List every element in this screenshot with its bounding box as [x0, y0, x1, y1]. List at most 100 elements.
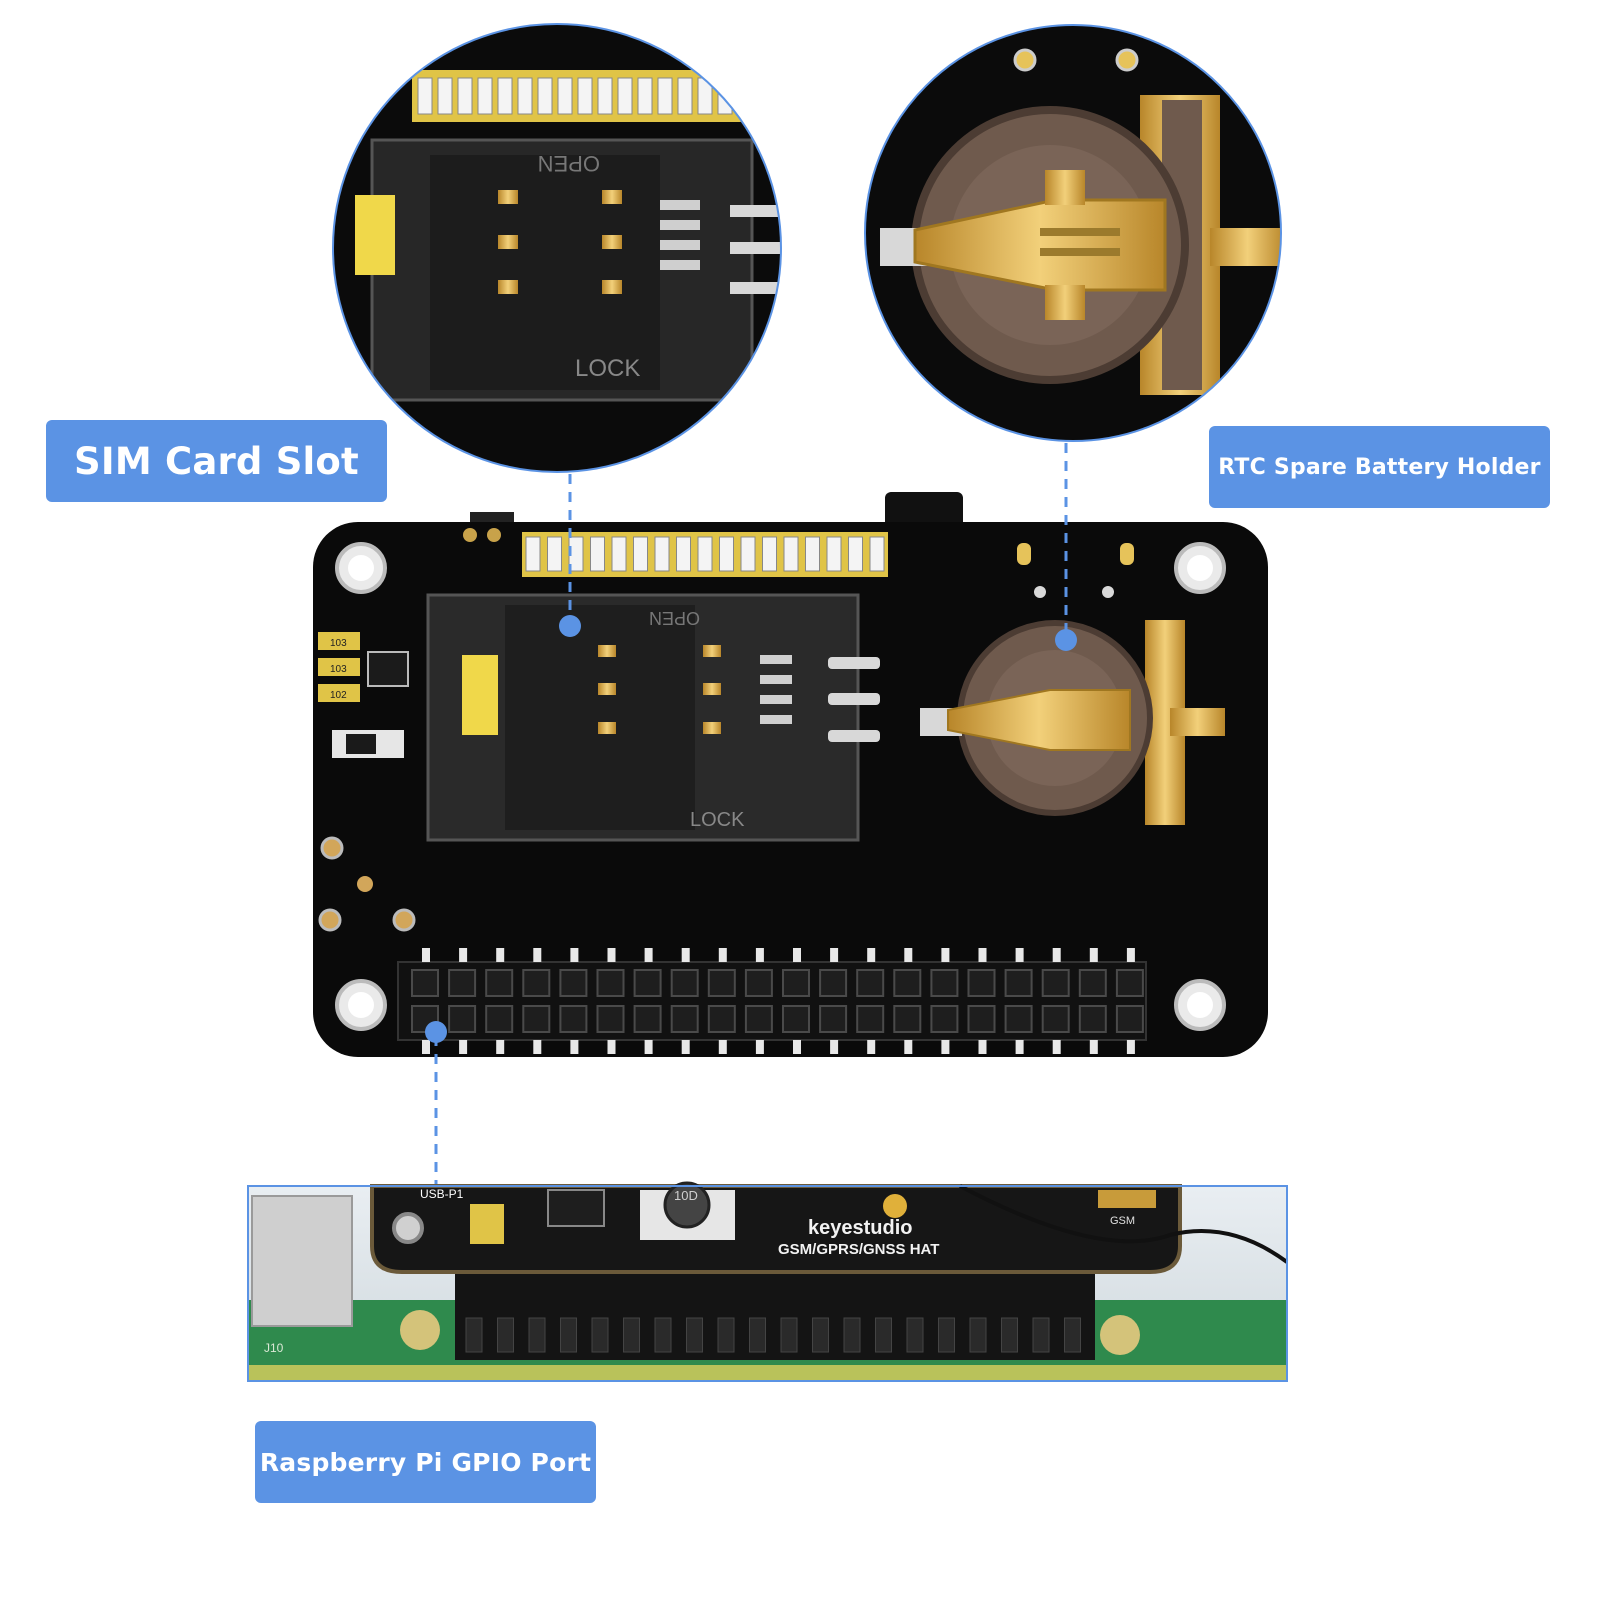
gpio-solder-pin — [607, 1040, 616, 1054]
gpio-solder-pin — [533, 1040, 542, 1054]
gpio-solder-pin — [1089, 1040, 1098, 1054]
resistor-label: 103 — [330, 664, 347, 675]
photo-header-pin — [560, 1317, 577, 1353]
photo-header-pin — [780, 1317, 798, 1353]
gpio-solder-pin — [681, 1040, 690, 1054]
smd-resistor — [517, 77, 533, 115]
resistor-strip — [417, 77, 753, 115]
photo-header-pin — [875, 1317, 892, 1353]
smd-resistor — [611, 536, 627, 572]
smd-resistor — [577, 77, 593, 115]
photo-header-pin — [654, 1317, 672, 1353]
photo-header-pin — [749, 1317, 766, 1353]
silk-usb: USB-P1 — [420, 1187, 464, 1201]
gpio-solder-pin — [793, 1040, 801, 1054]
gpio-socket — [856, 1005, 885, 1033]
board-lock-text: LOCK — [690, 809, 745, 831]
smd-resistor — [783, 536, 799, 572]
gpio-solder-pin — [570, 1040, 579, 1054]
gpio-socket — [819, 969, 848, 997]
gpio-solder-pin — [755, 1040, 764, 1054]
inductor-label: 10D — [674, 1188, 698, 1203]
gpio-socket — [1115, 969, 1144, 997]
gpio-socket — [744, 1005, 773, 1033]
photo-header-pin — [1032, 1317, 1050, 1353]
gpio-socket — [707, 1005, 736, 1033]
gpio-socket — [633, 1005, 662, 1033]
gpio-socket — [930, 1005, 959, 1033]
photo-header-pin — [497, 1317, 514, 1353]
sim-card-slot-label: SIM Card Slot — [46, 420, 387, 502]
gpio-solder-pin — [1126, 948, 1135, 962]
gpio-socket — [893, 969, 922, 997]
gpio-solder-pin — [830, 948, 839, 962]
photo-header-pin — [1001, 1317, 1018, 1353]
gpio-solder-pin — [1015, 948, 1024, 962]
gpio-solder-pin — [1052, 948, 1061, 962]
gpio-socket — [411, 969, 439, 997]
mounted-photo: J10 10D USB-P1 keyestudio GSM/GPRS/GNSS … — [247, 1181, 1289, 1382]
smd-resistor — [740, 536, 756, 572]
gpio-solder-pin — [496, 948, 505, 962]
smd-resistor — [477, 77, 493, 115]
smd-resistor — [590, 536, 605, 572]
smd-resistor — [417, 77, 433, 115]
photo-header-pin — [812, 1317, 829, 1353]
gpio-socket — [930, 969, 959, 997]
smd-resistor — [848, 536, 863, 572]
gpio-solder-pin — [1089, 948, 1098, 962]
smd-resistor — [805, 536, 820, 572]
gpio-solder-pin — [459, 1040, 468, 1054]
smd-resistor — [437, 77, 453, 115]
sim-card-slot: OPEN LOCK — [426, 593, 880, 842]
gpio-socket — [1115, 1005, 1144, 1033]
photo-header-pin — [906, 1317, 924, 1353]
smd-resistor — [654, 536, 670, 572]
photo-header-pin — [1064, 1317, 1081, 1353]
gpio-solder-pin — [459, 948, 468, 962]
gpio-solder-pin — [941, 948, 950, 962]
smd-resistor — [497, 77, 513, 115]
gpio-solder-pin — [644, 1040, 653, 1054]
sim-lock-text: LOCK — [575, 355, 640, 382]
gpio-solder-pin — [793, 948, 801, 962]
sim-zoom-circle: OPEN LOCK — [332, 23, 782, 473]
photo-header-pin — [623, 1317, 640, 1353]
gpio-solder-pin — [1015, 1040, 1024, 1054]
smd-resistor — [869, 536, 885, 572]
gpio-socket — [596, 1005, 625, 1033]
product-text: GSM/GPRS/GNSS HAT — [778, 1241, 939, 1258]
silk-gsm: GSM — [1110, 1215, 1135, 1227]
ladybug-logo-icon — [883, 1194, 907, 1218]
callout-leaders — [425, 443, 1077, 1186]
photo-header-pin — [591, 1317, 609, 1353]
gpio-solder-pin — [496, 1040, 505, 1054]
photo-header-pin — [938, 1317, 955, 1353]
gpio-socket — [1004, 1005, 1033, 1033]
gpio-solder-pin — [533, 948, 542, 962]
gpio-solder-pin — [681, 948, 690, 962]
smd-resistor — [557, 77, 573, 115]
gpio-socket — [1041, 1005, 1070, 1033]
usb-port — [251, 1195, 353, 1327]
gpio-socket — [1041, 969, 1070, 997]
gpio-socket — [522, 1005, 551, 1033]
photo-header-pin — [686, 1317, 703, 1353]
gpio-socket — [893, 1005, 922, 1033]
gpio-solder-pin — [1052, 1040, 1061, 1054]
gpio-port-label: Raspberry Pi GPIO Port — [255, 1421, 596, 1503]
gpio-socket — [1078, 969, 1107, 997]
photo-header-pin — [528, 1317, 546, 1353]
side-resistors: 103 103 102 — [318, 632, 409, 758]
gpio-socket — [782, 1005, 810, 1033]
brand-text: keyestudio — [808, 1217, 912, 1239]
gpio-solder-pin — [570, 948, 579, 962]
smd-resistor — [737, 77, 753, 115]
gpio-socket — [1078, 1005, 1107, 1033]
smd-resistor — [697, 536, 713, 572]
gpio-solder-pin — [867, 948, 876, 962]
smd-resistor — [457, 77, 473, 115]
gpio-solder-pin — [978, 948, 987, 962]
silk-j10: J10 — [264, 1341, 284, 1355]
gpio-solder-pin — [978, 1040, 987, 1054]
